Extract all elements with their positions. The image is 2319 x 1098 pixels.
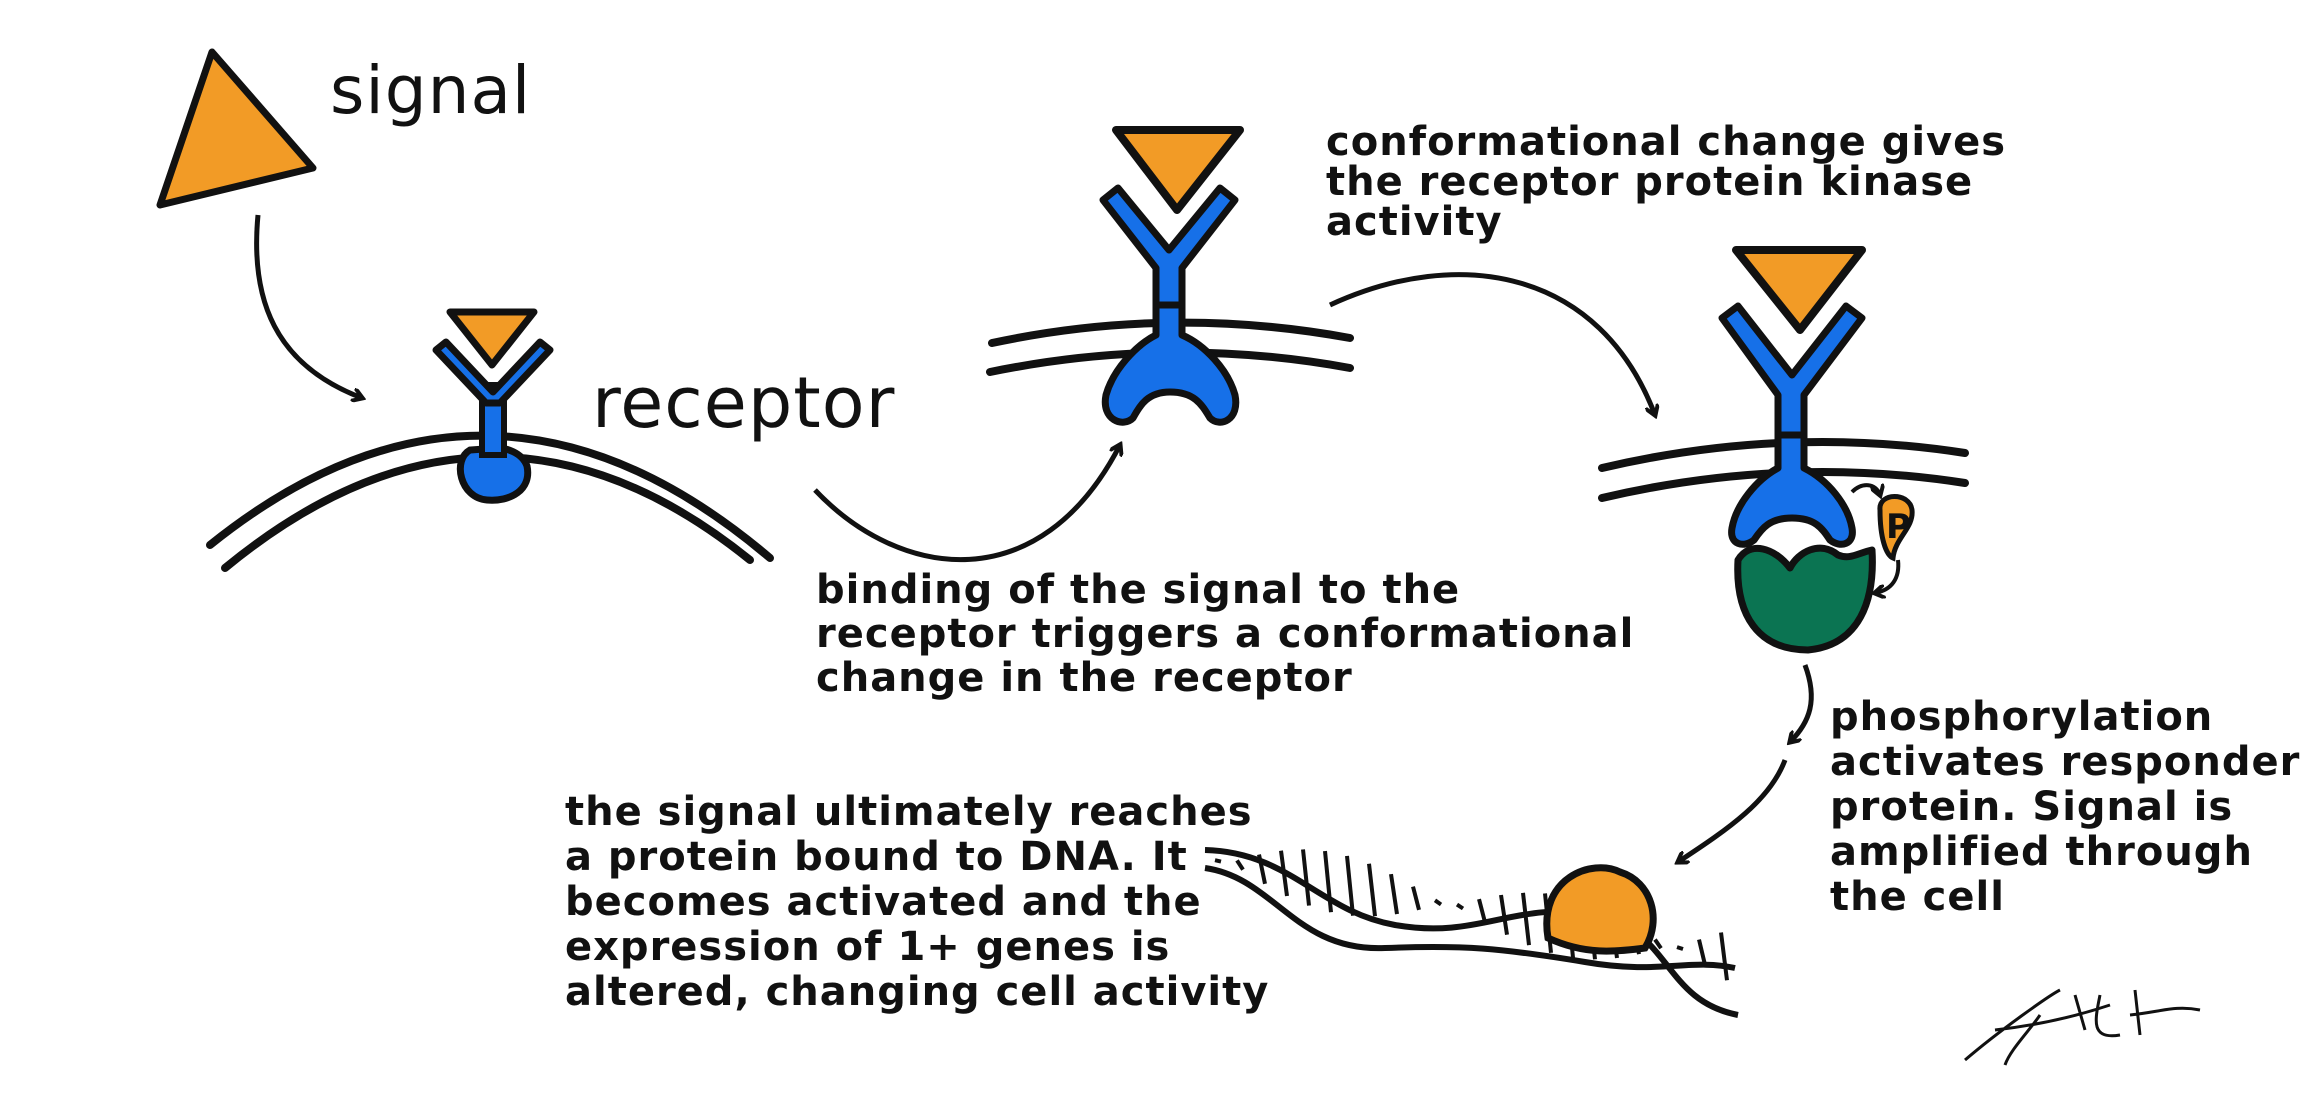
gene-expression-caption: the signal ultimately reaches a protein … [565, 789, 1270, 1015]
arrow-phosphate-out [1875, 559, 1901, 593]
dna-rung [1235, 859, 1245, 871]
receptor-stage-1 [432, 308, 554, 504]
dna-rung [1214, 858, 1222, 864]
dna-rung [1345, 855, 1355, 916]
binding-caption: binding of the signal to the receptor tr… [816, 567, 1635, 701]
artist-signature [1964, 988, 2201, 1066]
dna-rung [1367, 863, 1377, 917]
dna-rung [1653, 938, 1663, 950]
dna-rung [1477, 898, 1487, 923]
dna-rung [1676, 945, 1684, 951]
conformational-caption: conformational change gives the receptor… [1326, 119, 2007, 245]
phosphate-group: P [1877, 494, 1915, 562]
dna-rung [1411, 886, 1421, 911]
receptor-stage-3 [1718, 246, 1866, 548]
responder-protein [1734, 544, 1876, 654]
dna-rung [1301, 849, 1311, 906]
arrow-to-dna-2 [1678, 759, 1788, 862]
dna-rung [1323, 850, 1333, 913]
arrow-binding [813, 445, 1120, 563]
dna-bound-protein [1543, 864, 1657, 955]
signal-triangle-free [156, 48, 317, 209]
dna-rung [1389, 873, 1399, 915]
dna-rung [1719, 932, 1729, 981]
arrow-signal-to-receptor [254, 214, 362, 398]
receptor-label: receptor [592, 362, 896, 444]
arrow-to-dna-1 [1790, 664, 1814, 742]
dna-rung [1697, 939, 1707, 966]
phosphorylation-caption: phosphorylation activates responder prot… [1830, 694, 2301, 920]
signal-label: signal [330, 52, 532, 129]
dna-rung [1433, 898, 1443, 907]
dna-helix [1204, 847, 1739, 1018]
dna-rung [1521, 892, 1531, 946]
arrow-conformational [1328, 272, 1655, 415]
dna-rung [1499, 894, 1509, 935]
dna-rung [1455, 902, 1465, 911]
receptor-stage-2 [1099, 126, 1244, 426]
arrow-phosphate-in [1850, 483, 1880, 495]
phosphate-label: P [1886, 507, 1911, 547]
